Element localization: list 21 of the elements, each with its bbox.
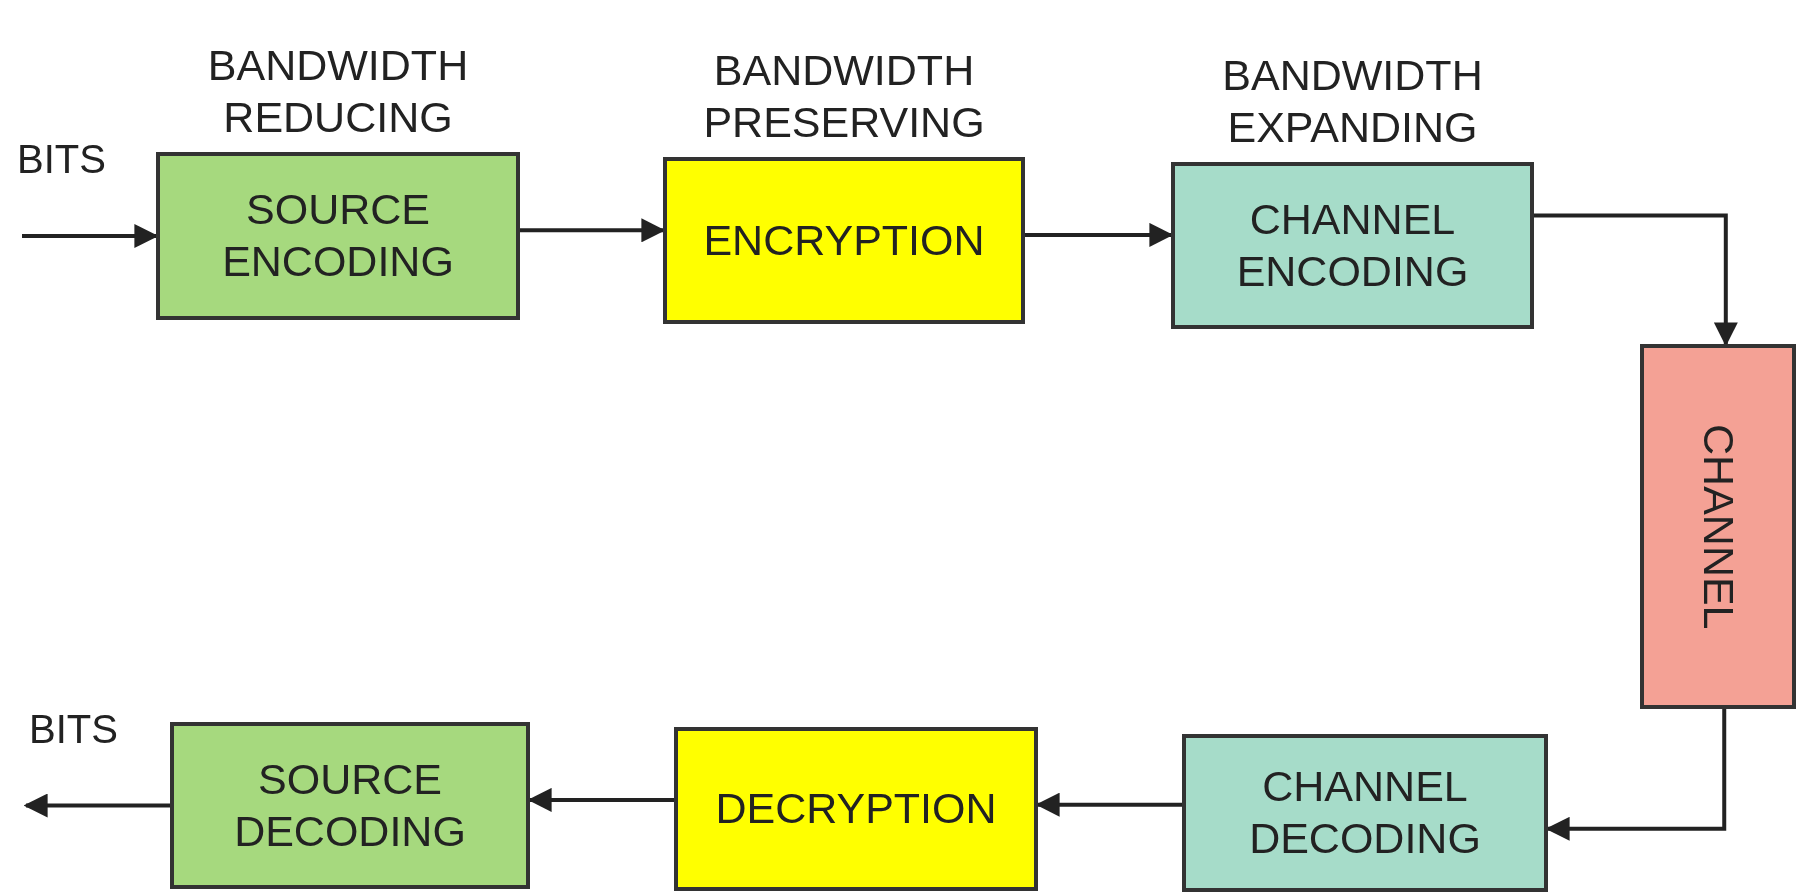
box-label: CHANNEL — [1693, 423, 1744, 630]
process-box — [170, 722, 530, 889]
process-box — [1640, 344, 1796, 709]
arrow — [1534, 213, 1738, 347]
box-label: CHANNEL DECODING — [1248, 761, 1482, 864]
process-box — [663, 157, 1025, 324]
box-label: DECRYPTION — [715, 783, 997, 835]
box-heading: BANDWIDTH PRESERVING — [702, 45, 986, 148]
box-label: ENCRYPTION — [703, 214, 985, 266]
signal-label: BITS — [29, 707, 118, 752]
signal-label: BITS — [17, 137, 106, 182]
process-box — [674, 727, 1038, 891]
box-heading: BANDWIDTH EXPANDING — [1221, 50, 1484, 153]
process-box — [156, 152, 520, 320]
box-heading: BANDWIDTH REDUCING — [206, 40, 470, 143]
box-label: SOURCE DECODING — [233, 753, 467, 857]
box-label: SOURCE ENCODING — [221, 184, 455, 287]
box-label: CHANNEL ENCODING — [1235, 193, 1470, 297]
process-box — [1171, 162, 1534, 329]
process-box — [1182, 734, 1548, 892]
arrow — [23, 793, 170, 818]
